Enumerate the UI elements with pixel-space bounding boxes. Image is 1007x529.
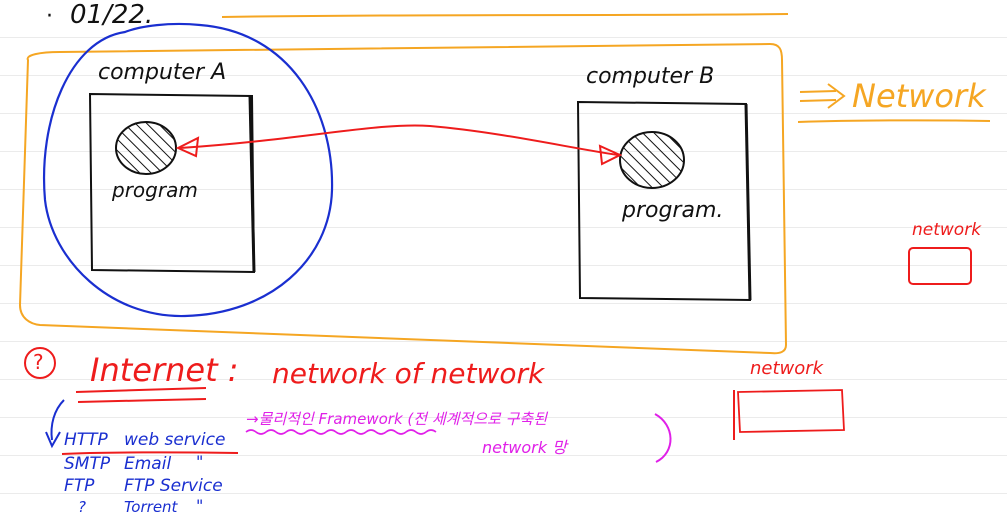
- date-bullet: ·: [46, 4, 53, 29]
- service-row-http-protocol: HTTP: [64, 430, 108, 450]
- network-black-label: network: [750, 358, 824, 379]
- network-title: Network: [852, 77, 986, 115]
- question-mark: ?: [33, 350, 44, 374]
- computer-a-label: computer A: [98, 60, 227, 85]
- network-red-label: network: [912, 220, 982, 240]
- connection-arrow: [175, 124, 623, 166]
- service-row-smtp-service: Email: [124, 454, 172, 474]
- service-row-ftp-protocol: FTP: [64, 476, 95, 496]
- internet-underline: [75, 387, 207, 393]
- program-b-label: program.: [622, 198, 724, 223]
- service-row-http-service: web service: [124, 430, 226, 450]
- framework-note-line1: →물리적인 Framework (전 세계적으로 구축된: [246, 410, 548, 428]
- service-row-ftp-service: FTP Service: [124, 476, 223, 496]
- program-a-label: program: [112, 178, 198, 202]
- computer-a-circle: [43, 22, 334, 318]
- internet-title: Internet :: [90, 351, 239, 389]
- computer-b-label: computer B: [586, 64, 715, 89]
- http-underline: [61, 451, 239, 455]
- framework-note-line2: network 망: [482, 438, 567, 457]
- service-row-unknown-protocol: ?: [78, 498, 86, 516]
- program-a-blob: [115, 121, 177, 175]
- service-row-torrent-ditto: ": [196, 496, 204, 515]
- internet-definition: network of network: [272, 357, 545, 390]
- date-underline: [221, 13, 789, 18]
- services-arrow: [50, 399, 65, 441]
- framework-underline: [245, 429, 437, 435]
- framework-close-paren: [654, 413, 672, 463]
- service-row-smtp-protocol: SMTP: [64, 454, 111, 474]
- question-circle: [24, 347, 56, 379]
- program-b-blob: [619, 131, 685, 189]
- network-underline: [797, 119, 991, 123]
- network-red-box: [908, 247, 972, 285]
- date-label: 01/22.: [70, 0, 154, 30]
- implies-arrow: [799, 83, 846, 109]
- service-row-smtp-ditto: ": [196, 452, 204, 471]
- network-boundary-box: [18, 42, 788, 355]
- network-black-box: [737, 389, 845, 433]
- service-row-torrent-service: Torrent: [124, 498, 178, 516]
